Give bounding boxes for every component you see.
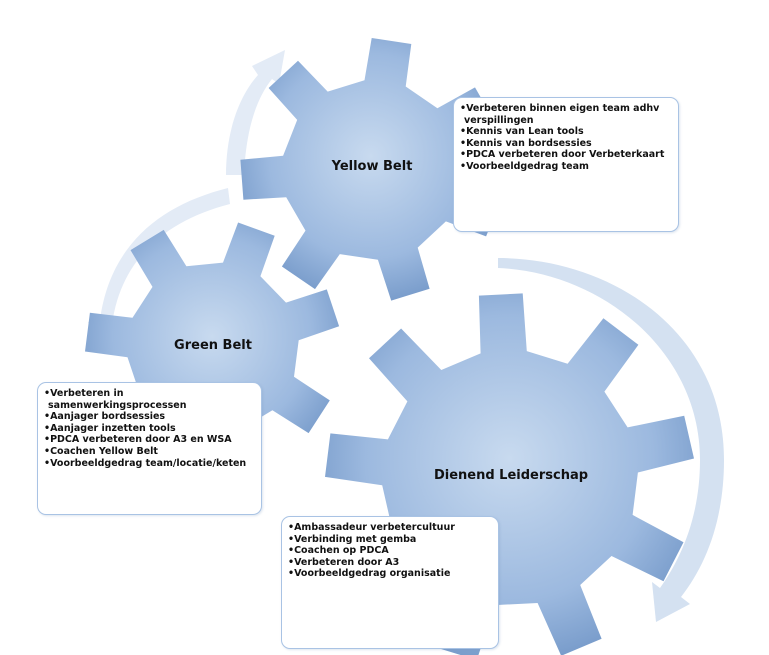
list-item: Voorbeeldgedrag organisatie xyxy=(288,568,492,580)
list-dienend-leiderschap: Ambassadeur verbetercultuur Verbinding m… xyxy=(288,522,492,580)
list-item: Coachen op PDCA xyxy=(288,545,492,557)
gear-shape xyxy=(240,38,501,301)
list-item: Verbeteren door A3 xyxy=(288,557,492,569)
info-box-yellow-belt: Verbeteren binnen eigen team adhv verspi… xyxy=(453,97,679,232)
gear-yellow-belt xyxy=(240,38,501,301)
list-item: Aanjager inzetten tools xyxy=(44,423,255,435)
info-box-green-belt: Verbeteren in samenwerkingsprocessen Aan… xyxy=(37,382,262,515)
list-item: Verbeteren in samenwerkingsprocessen xyxy=(44,388,255,411)
list-item: Coachen Yellow Belt xyxy=(44,446,255,458)
gear-label-dienend: Dienend Leiderschap xyxy=(434,468,588,483)
list-yellow-belt: Verbeteren binnen eigen team adhv verspi… xyxy=(460,103,672,173)
list-item: Voorbeeldgedrag team xyxy=(460,161,672,173)
list-green-belt: Verbeteren in samenwerkingsprocessen Aan… xyxy=(44,388,255,469)
list-item: Aanjager bordsessies xyxy=(44,411,255,423)
gear-label-green: Green Belt xyxy=(174,338,252,353)
info-box-dienend-leiderschap: Ambassadeur verbetercultuur Verbinding m… xyxy=(281,516,499,649)
list-item: Ambassadeur verbetercultuur xyxy=(288,522,492,534)
list-item: Verbeteren binnen eigen team adhv verspi… xyxy=(460,103,672,126)
arrow-to-dienend xyxy=(498,258,724,622)
list-item: Kennis van bordsessies xyxy=(460,138,672,150)
list-item: PDCA verbeteren door Verbeterkaart xyxy=(460,149,672,161)
list-item: Voorbeeldgedrag team/locatie/keten xyxy=(44,458,255,470)
list-item: Verbinding met gemba xyxy=(288,534,492,546)
arrow-to-yellow xyxy=(226,50,285,175)
list-item: PDCA verbeteren door A3 en WSA xyxy=(44,434,255,446)
list-item: Kennis van Lean tools xyxy=(460,126,672,138)
gear-label-yellow: Yellow Belt xyxy=(331,159,413,174)
